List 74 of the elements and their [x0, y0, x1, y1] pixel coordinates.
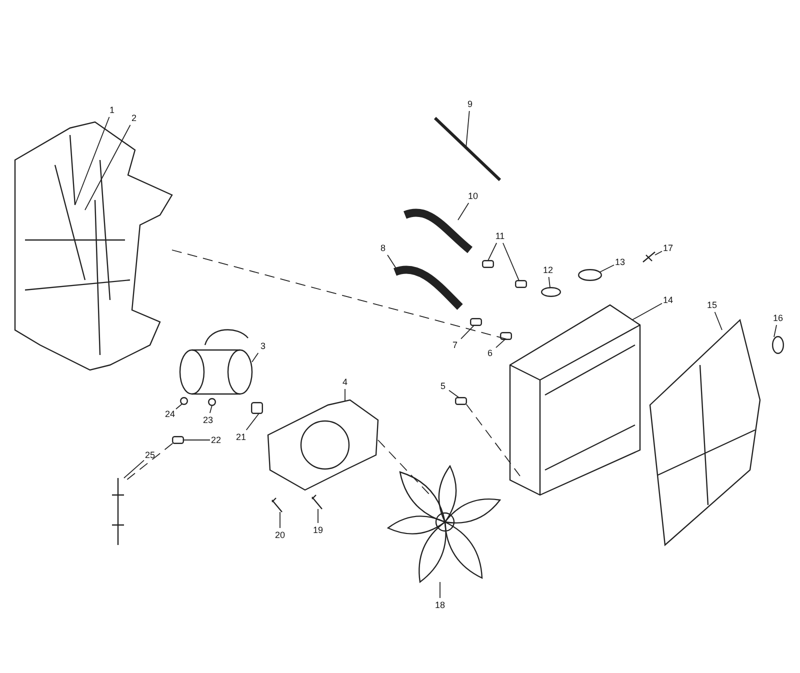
plug-icon: [208, 398, 216, 406]
bolt-drawing-drawing: [271, 497, 283, 513]
callout-number: 1: [108, 105, 116, 115]
leader-line: [466, 110, 470, 148]
dipstick-drawing-drawing: [434, 116, 502, 182]
screen-drawing-drawing: [649, 318, 761, 546]
callout-number: 13: [614, 257, 626, 267]
callout-number: 18: [434, 600, 446, 610]
sensor-icon: [455, 397, 467, 405]
leader-line: [246, 412, 260, 430]
callout-number: 19: [312, 525, 324, 535]
callout-number: 20: [274, 530, 286, 540]
leader-line: [502, 242, 520, 282]
callout-number: 24: [164, 409, 176, 419]
callout-number: 15: [706, 300, 718, 310]
bushing-icon: [251, 402, 263, 414]
callout-number: 8: [380, 243, 386, 253]
seal-ring-icon: [772, 336, 784, 354]
callout-number: 4: [342, 377, 348, 387]
callout-number: 3: [260, 341, 266, 351]
leader-line: [654, 250, 662, 256]
radiator-drawing-drawing: [509, 304, 641, 496]
hose-drawing-drawing: [404, 208, 473, 254]
leader-line: [548, 276, 550, 288]
assembly-line: [466, 404, 520, 476]
pump-drawing-drawing: [179, 329, 253, 395]
leader-line: [458, 202, 470, 220]
leader-line: [74, 116, 110, 206]
leader-line: [488, 242, 498, 262]
leader-line: [714, 312, 722, 330]
leader-line: [460, 324, 474, 340]
leader-line: [252, 352, 259, 362]
callout-number: 2: [130, 113, 138, 123]
leader-line: [176, 404, 182, 410]
gasket-icon: [578, 269, 602, 281]
frame-drawing-drawing: [14, 121, 173, 371]
callout-number: 25: [144, 450, 156, 460]
callout-number: 7: [452, 340, 458, 350]
callout-number: 22: [210, 435, 222, 445]
leader-line: [448, 390, 460, 398]
fitting-icon: [500, 332, 512, 340]
callout-number: 10: [467, 191, 479, 201]
hose-drawing-drawing: [394, 266, 463, 310]
fan-drawing-drawing: [387, 465, 501, 583]
leader-line: [84, 124, 131, 210]
bracket-drawing-drawing: [267, 399, 379, 491]
leader-line: [124, 460, 144, 478]
callout-number: 14: [662, 295, 674, 305]
callout-number: 21: [235, 432, 247, 442]
leader-line: [600, 264, 614, 272]
callout-number: 9: [466, 99, 474, 109]
callout-number: 17: [662, 243, 674, 253]
leader-line: [632, 302, 662, 320]
terminal-icon: [180, 397, 188, 405]
cap-icon: [541, 287, 561, 297]
callout-number: 6: [486, 348, 494, 358]
leader-line: [209, 404, 212, 414]
callout-number: 12: [542, 265, 554, 275]
callout-number: 16: [772, 313, 784, 323]
leader-line: [387, 254, 398, 270]
clamp-icon: [515, 280, 527, 288]
leader-line: [774, 324, 777, 338]
callout-number: 5: [440, 381, 446, 391]
fitting-icon: [172, 436, 184, 444]
assembly-line: [378, 440, 430, 496]
fitting-icon: [470, 318, 482, 326]
callout-number: 23: [202, 415, 214, 425]
clamp-icon: [482, 260, 494, 268]
screw-drawing-drawing: [642, 251, 656, 263]
bolt-drawing-drawing: [311, 494, 323, 510]
leader-line: [344, 388, 346, 402]
leader-line: [496, 338, 506, 348]
callout-number: 11: [494, 231, 506, 241]
wire-harness-drawing-drawing: [111, 477, 125, 546]
